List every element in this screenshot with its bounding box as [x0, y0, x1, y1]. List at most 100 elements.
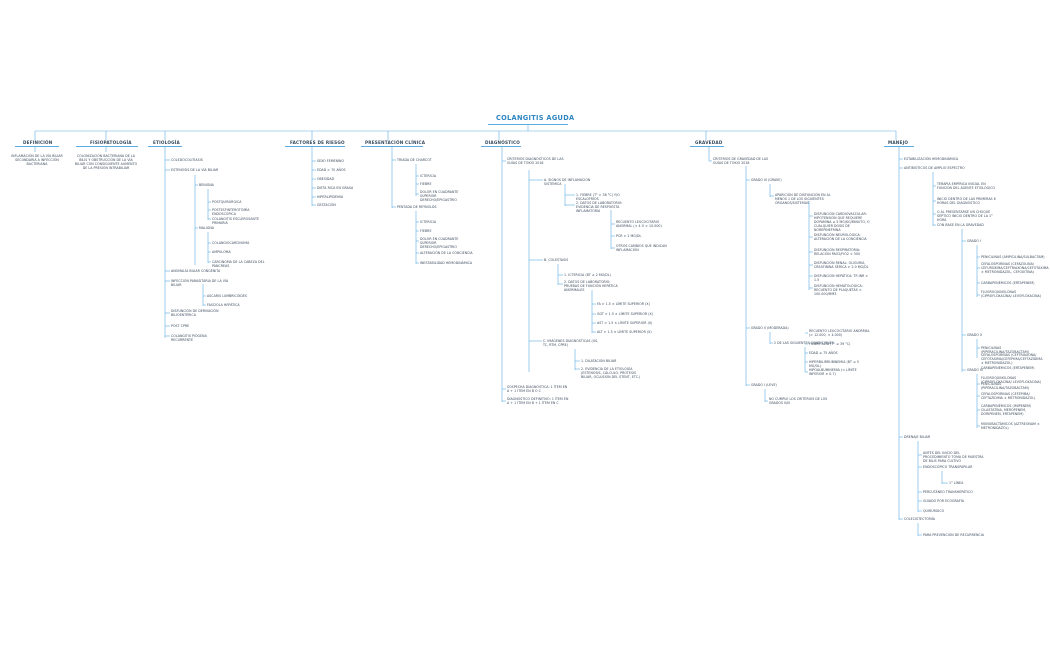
presentacion-leaf: INESTABILIDAD HEMODINÁMICA	[420, 261, 473, 265]
manejo-drug: CARBAPENÉMICOS (ERTAPENEM)	[981, 366, 1035, 370]
manejo-leaf: TERAPIA EMPÍRICA INICIAL EN FUNCIÓN DEL …	[937, 182, 996, 190]
etiologia-leaf: ASCARIS LUMBRICOIDES	[207, 294, 248, 298]
etiologia-item: POST CPRE	[171, 324, 190, 328]
manejo-leaf: QUIRÚRGICO	[923, 509, 945, 513]
etiologia-item: COLANGITIS PIÓGENA RECURRENTE	[171, 334, 207, 342]
manejo-leaf: PERCUTÁNEO TRANSHEPÁTICO	[923, 490, 973, 494]
title-underline	[488, 124, 568, 125]
manejo-item: DRENAJE BILIAR	[904, 435, 931, 439]
etiologia-leaf: CARCINOMA DE LA CABEZA DEL PÁNCREAS	[212, 260, 265, 268]
diagnostico-suspected: SOSPECHA DIAGNÓSTICA: 1 ÍTEM EN A + 1 ÍT…	[507, 385, 568, 393]
gravedad-leaf: EDAD ≥ 75 AÑOS	[809, 351, 838, 355]
manejo-drug: PENICILINAS (PIPERACILINA/TAZOBACTAM)	[981, 382, 1030, 390]
diagnostico-leaf: GGT > 1.5 × LÍMITE SUPERIOR (X)	[597, 312, 654, 316]
etiologia-item: ANOMALÍA BILIAR CONGÉNITA	[171, 269, 221, 273]
presentacion-branch: TRIADA DE CHARCOT	[397, 158, 432, 162]
diagnostico-definitive: DIAGNÓSTICO DEFINITIVO: 1 ÍTEM EN A + 1 …	[507, 397, 569, 405]
manejo-item: ANTIBIÓTICOS DE AMPLIO ESPECTRO	[904, 166, 965, 170]
manejo-leaf: ENDOSCÓPICO TRANSPAPILAR	[923, 465, 973, 469]
factor-item: DIETA RICA EN GRASA	[317, 186, 354, 190]
factor-item: HIPERLIPIDEMIA	[317, 195, 344, 199]
diagnostico-leaf: ALT > 1.5 × LÍMITE SUPERIOR (X)	[597, 330, 652, 334]
manejo-drug: FLUOROQUINOLONAS (CIPROFLOXACINA/ LEVOFL…	[981, 290, 1042, 298]
diagnostico-group: C. IMÁGENES DIAGNÓSTICAS (US, TC, RTM, C…	[543, 339, 599, 347]
header-underline	[15, 146, 59, 147]
gravedad-grade: GRADO I (LEVE)	[751, 383, 777, 387]
presentacion-leaf: FIEBRE	[420, 182, 432, 186]
presentacion-leaf: ICTERICIA	[420, 220, 437, 224]
diagnostico-leaf: AST > 1.5 × LÍMITE SUPERIOR (X)	[597, 321, 653, 325]
section-diagnostico: DIAGNÓSTICO	[485, 140, 521, 145]
diagnostico-leaf: FA > 1.5 × LÍMITE SUPERIOR (X)	[597, 302, 650, 306]
diagnostico-group: A. SIGNOS DE INFLAMACIÓN SISTÉMICA	[544, 178, 591, 186]
etiologia-item: DISFUNCIÓN DE DERIVACIÓN BILIOENTÉRICA	[171, 309, 219, 317]
gravedad-criteria: CRITERIOS DE GRAVEDAD DE LAS GUÍAS DE TO…	[713, 157, 769, 165]
section-definicion: DEFINICIÓN	[23, 140, 53, 145]
section-gravedad: GRAVEDAD	[695, 140, 723, 145]
gravedad-grade: GRADO II (MODERADA)	[751, 326, 789, 330]
manejo-drug: CEFALOSPORINAS (CEFEPIMA/ CEFTAZIDIMA ± …	[981, 392, 1036, 400]
gravedad-leaf: DISFUNCIÓN HEPÁTICA: TP-INR > 1.5	[814, 274, 869, 282]
manejo-drug: PENICILINAS (AMPICILINA/SULBACTAM)	[981, 255, 1045, 259]
diagnostico-leaf: OTROS CAMBIOS QUE INDICAN INFLAMACIÓN	[616, 244, 667, 252]
presentacion-leaf: ICTERICIA	[420, 174, 437, 178]
etiologia-leaf: POSTQUIRÚRGICA	[212, 200, 242, 204]
manejo-grade: GRADO II	[967, 333, 982, 337]
manejo-drug: PENICILINAS (PIPERACILINA/TAZOBACTAM)	[981, 346, 1030, 354]
manejo-leaf: PARA PREVENCIÓN DE RECURRENCIA	[923, 533, 984, 537]
factor-item: GESTACIÓN	[317, 203, 336, 207]
gravedad-leaf: DISFUNCIÓN RENAL: OLIGURIA, CREATININA S…	[814, 261, 869, 269]
presentacion-leaf: ALTERACIÓN DE LA CONCIENCIA	[420, 251, 473, 255]
manejo-drug: CARBAPENÉMICOS (ERTAPENEM)	[981, 281, 1035, 285]
factor-item: SEXO FEMENINO	[317, 159, 345, 163]
etiologia-branch: BENIGNA	[199, 183, 214, 187]
manejo-drug: MONOBACTÁMICOS (AZTREONAM ± METRONIDAZOL…	[981, 422, 1040, 430]
manejo-leaf: GUIADO POR ECOGRAFÍA	[923, 499, 964, 503]
fisiopatologia-text: COLONIZACIÓN BACTERIANA DE LA BILIS Y OB…	[74, 154, 138, 170]
diagnostico-item: 2. DATOS DE LABORATORIO: PRUEBAS DE FUNC…	[564, 280, 618, 292]
gravedad-condition: APARICIÓN DE DISFUNCIÓN EN AL MENOS 1 DE…	[775, 193, 831, 205]
gravedad-leaf: HIPOALBUMINEMIA (< LÍMITE INFERIOR × 0.7…	[809, 368, 857, 376]
header-underline	[148, 146, 182, 147]
diagnostico-item: 1. FIEBRE (T° > 38 °C) Y/O ESCALOFRÍOS	[576, 193, 620, 201]
manejo-item: ESTABILIZACIÓN HEMODINÁMICA	[904, 157, 959, 161]
gravedad-leaf: FIEBRE ALTA (T° ≥ 39 °C)	[809, 342, 851, 346]
header-underline	[481, 146, 521, 147]
section-etiologia: ETIOLOGÍA	[153, 140, 180, 145]
section-factores: FACTORES DE RIESGO	[290, 140, 345, 145]
gravedad-leaf: DISFUNCIÓN NEUROLÓGICA: ALTERACIÓN DE LA…	[814, 233, 867, 241]
manejo-drug: FLUOROQUINOLONAS (CIPROFLOXACINA/ LEVOFL…	[981, 376, 1042, 384]
header-underline	[76, 146, 138, 147]
etiologia-leaf: AMPULOMA	[212, 250, 231, 254]
presentacion-branch: PENTADA DE REYNOLDS	[397, 205, 437, 209]
diagnostico-criteria: CRITERIOS DIAGNÓSTICOS DE LAS GUÍAS DE T…	[507, 157, 564, 165]
header-underline	[361, 146, 423, 147]
diagnostico-item: 1. ICTERICIA (BT ≥ 2 MG/DL)	[564, 273, 611, 277]
gravedad-grade: GRADO III (GRAVE)	[751, 178, 782, 182]
manejo-leaf: O AL PRESENTARSE UN CHOQUE SÉPTICO INICI…	[937, 210, 993, 222]
presentacion-leaf: DOLOR EN CUADRANTE SUPERIOR DERECHO/EPIG…	[420, 237, 459, 249]
etiologia-item: INFECCIÓN PARASITARIA DE LA VÍA BILIAR	[171, 279, 229, 287]
etiologia-leaf: COLANGIOCARCINOMA	[212, 241, 250, 245]
diagnostico-leaf: RECUENTO LEUCOCITARIO ANORMAL (< 4 Ó > 1…	[616, 220, 662, 228]
gravedad-leaf: DISFUNCIÓN RESPIRATORIA: RELACIÓN PAO2/F…	[814, 248, 861, 256]
gravedad-leaf: HIPERBILIRRUBINEMIA (BT ≥ 5 MG/DL)	[809, 360, 859, 368]
diagnostico-item: 2. EVIDENCIA DE LA ETIOLOGÍA (ESTENOSIS,…	[581, 367, 641, 379]
header-underline	[884, 146, 914, 147]
header-underline	[690, 146, 724, 147]
factor-item: OBESIDAD	[317, 177, 335, 181]
etiologia-branch: MALIGNA	[199, 226, 215, 230]
manejo-grade: GRADO I	[967, 239, 982, 243]
diagnostico-leaf: PCR > 1 MG/DL	[616, 234, 642, 238]
section-manejo: MANEJO	[888, 140, 909, 145]
definicion-text: INFLAMACIÓN DE LA VÍA BILIAR SECUNDARIA …	[11, 154, 63, 166]
manejo-drug: CARBAPENÉMICOS (IMIPENEM/ CILASTATINA, M…	[981, 404, 1032, 416]
presentacion-leaf: FIEBRE	[420, 229, 432, 233]
manejo-leaf: ANTES DEL INICIO DEL PROCEDIMIENTO TOMA …	[923, 451, 984, 463]
etiologia-item: COLEDOCOLITIASIS	[171, 158, 203, 162]
manejo-drug: CEFALOSPORINAS (CEFTRIAXONA/ CEFOTAXIMA/…	[981, 353, 1043, 365]
factor-item: EDAD > 70 AÑOS	[317, 168, 346, 172]
gravedad-condition: NO CUMPLE LOS CRITERIOS DE LOS GRADOS II…	[769, 397, 828, 405]
gravedad-leaf: DISFUNCIÓN HEMATOLÓGICA: RECUENTO DE PLA…	[814, 284, 863, 296]
